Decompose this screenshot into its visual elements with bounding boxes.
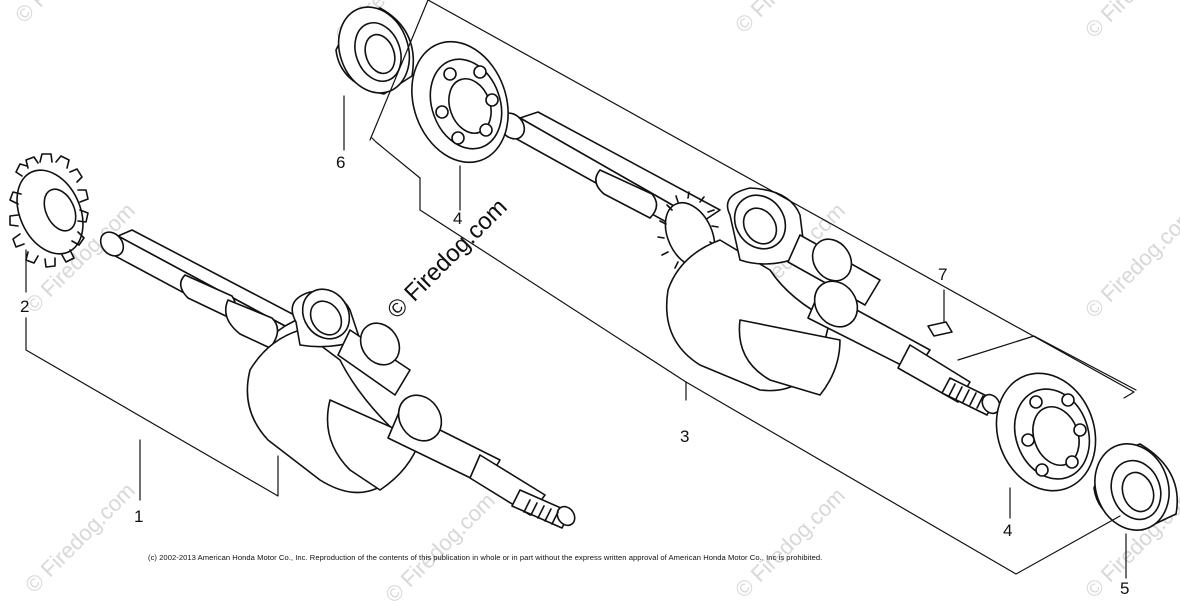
leader-lines [25, 0, 1137, 579]
copyright-notice: (c) 2002-2013 American Honda Motor Co., … [148, 553, 823, 562]
gear-part-2 [9, 153, 89, 268]
callout-part-4-top: 4 [453, 209, 463, 228]
crankshaft-left [99, 229, 576, 529]
bearing-bottom [995, 372, 1097, 492]
key-part-7 [927, 321, 953, 337]
callout-part-6: 6 [336, 153, 346, 172]
callout-part-5: 5 [1120, 579, 1130, 598]
callout-part-2: 2 [20, 297, 30, 316]
bearing-top [411, 40, 509, 164]
callout-part-1: 1 [134, 507, 144, 526]
oil-seal-bottom [1093, 443, 1178, 531]
crankshaft-right [498, 111, 1001, 416]
callout-part-3: 3 [680, 427, 690, 446]
callout-part-7: 7 [938, 265, 948, 284]
oil-seal-top [335, 6, 415, 95]
callout-part-4-bottom: 4 [1003, 521, 1013, 540]
